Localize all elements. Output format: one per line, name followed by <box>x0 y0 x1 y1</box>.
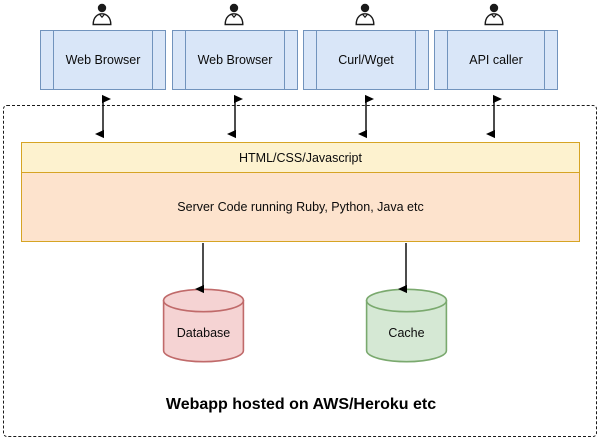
database-cylinder[interactable]: Database <box>162 288 245 363</box>
process-rail-left <box>447 30 448 90</box>
user-icon <box>91 2 113 26</box>
client-box-api-caller[interactable]: API caller <box>434 30 558 90</box>
process-rail-left <box>185 30 186 90</box>
client-box-web-browser-2[interactable]: Web Browser <box>172 30 298 90</box>
user-icon <box>223 2 245 26</box>
process-rail-right <box>152 30 153 90</box>
user-icon <box>354 2 376 26</box>
boundary-caption: Webapp hosted on AWS/Heroku etc <box>165 396 437 413</box>
backend-layer-label: Server Code running Ruby, Python, Java e… <box>177 200 424 214</box>
process-rail-right <box>415 30 416 90</box>
client-label: Web Browser <box>65 52 141 67</box>
user-icon <box>483 2 505 26</box>
process-rail-left <box>53 30 54 90</box>
client-label: API caller <box>469 52 523 67</box>
process-rail-left <box>316 30 317 90</box>
frontend-layer-label: HTML/CSS/Javascript <box>239 150 362 165</box>
cache-cylinder[interactable]: Cache <box>365 288 448 363</box>
process-rail-right <box>544 30 545 90</box>
backend-layer-box[interactable]: Server Code running Ruby, Python, Java e… <box>21 172 580 242</box>
hosting-boundary <box>3 105 597 437</box>
process-rail-right <box>284 30 285 90</box>
client-label: Curl/Wget <box>338 52 394 67</box>
client-box-web-browser-1[interactable]: Web Browser <box>40 30 166 90</box>
client-box-curl-wget[interactable]: Curl/Wget <box>303 30 429 90</box>
frontend-layer-box[interactable]: HTML/CSS/Javascript <box>21 142 580 173</box>
client-label: Web Browser <box>197 52 273 67</box>
